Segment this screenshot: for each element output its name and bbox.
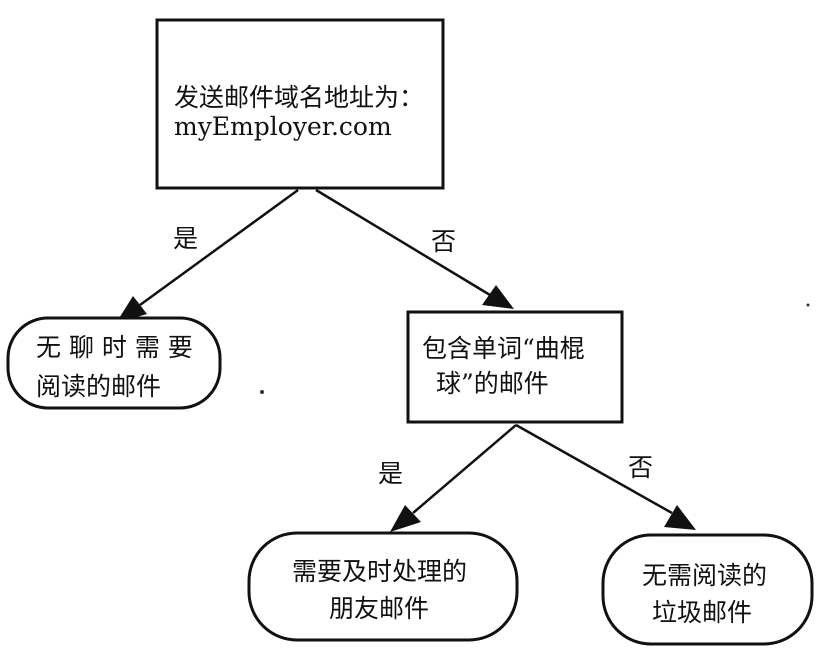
bottom-left-leaf-line1: 需要及时处理的 — [292, 557, 467, 586]
scan-speck — [806, 303, 810, 307]
edge-middle-to-bottom-right-leaf — [515, 423, 673, 515]
arrowhead-bottom-left-leaf — [390, 505, 421, 532]
left-leaf-line1: 无 聊 时 需 要 — [36, 333, 193, 362]
left-leaf-line2: 阅读的邮件 — [36, 372, 161, 401]
middle-node-line1: 包含单词“曲棍 — [422, 334, 585, 363]
edge-root-to-left-leaf — [139, 188, 299, 307]
edge-label-root-yes: 是 — [173, 224, 198, 253]
bottom-left-leaf-line2: 朋友邮件 — [329, 594, 429, 623]
bottom-left-leaf-node — [247, 531, 519, 642]
root-decision-node — [155, 18, 445, 190]
bottom-right-leaf-node — [601, 533, 814, 646]
edge-label-middle-yes: 是 — [378, 459, 403, 488]
edge-middle-to-bottom-left-leaf — [412, 424, 517, 514]
bottom-right-leaf-line1: 无需阅读的 — [642, 561, 767, 590]
middle-decision-node — [406, 310, 624, 424]
edge-root-to-middle — [315, 188, 491, 297]
scan-speck — [260, 390, 264, 394]
arrowhead-middle — [482, 285, 514, 309]
root-node-line1: 发送邮件域名地址为： — [174, 83, 424, 112]
bottom-right-leaf-line2: 垃圾邮件 — [652, 598, 752, 627]
edge-label-middle-no: 否 — [628, 453, 653, 482]
left-leaf-node — [6, 316, 222, 410]
arrowhead-left-leaf — [116, 296, 147, 323]
root-node-line2: myEmployer.com — [174, 112, 392, 141]
edge-label-root-no: 否 — [431, 227, 456, 256]
arrowhead-bottom-right-leaf — [664, 505, 696, 530]
middle-node-line2: 球”的邮件 — [436, 369, 549, 398]
